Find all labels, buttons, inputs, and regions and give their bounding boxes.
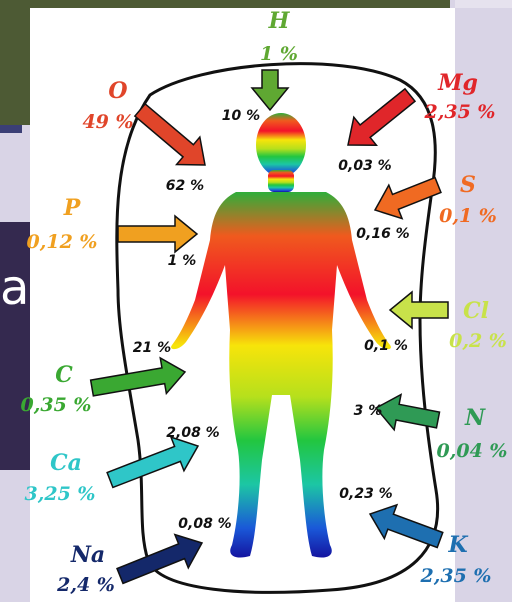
n-arrow xyxy=(376,395,440,430)
h-symbol: H xyxy=(268,8,291,34)
c-symbol: C xyxy=(55,362,73,388)
n-symbol: N xyxy=(464,405,486,431)
k-arrow xyxy=(370,505,443,548)
o-environment-percent: 49 % xyxy=(82,111,133,133)
na-arrow xyxy=(117,535,202,584)
p-symbol: P xyxy=(63,195,82,221)
na-body-percent: 0,08 % xyxy=(178,516,231,532)
cl-symbol: Cl xyxy=(463,298,489,324)
n-environment-percent: 0,04 % xyxy=(437,440,508,462)
p-body-percent: 1 % xyxy=(168,253,197,269)
k-symbol: K xyxy=(447,532,468,558)
s-body-percent: 0,16 % xyxy=(356,226,409,242)
ca-body-percent: 2,08 % xyxy=(166,425,219,441)
n-body-percent: 3 % xyxy=(354,403,383,419)
o-body-percent: 62 % xyxy=(166,178,204,194)
h-environment-percent: 1 % xyxy=(260,43,298,65)
c-body-percent: 21 % xyxy=(133,340,171,356)
p-arrow xyxy=(118,216,197,252)
mg-environment-percent: 2,35 % xyxy=(424,101,496,123)
c-environment-percent: 0,35 % xyxy=(21,394,92,416)
cl-body-percent: 0,1 % xyxy=(364,338,408,354)
mg-arrow xyxy=(348,89,415,145)
o-arrow xyxy=(135,104,205,165)
ca-environment-percent: 3,25 % xyxy=(25,483,96,505)
c-arrow xyxy=(91,358,185,396)
mg-symbol: Mg xyxy=(437,70,478,96)
ca-symbol: Ca xyxy=(50,450,82,476)
s-environment-percent: 0,1 % xyxy=(439,205,497,227)
o-symbol: O xyxy=(108,78,127,104)
s-symbol: S xyxy=(460,172,476,198)
na-symbol: Na xyxy=(70,542,105,568)
cl-environment-percent: 0,2 % xyxy=(449,330,507,352)
overlay-text-fragment: al xyxy=(0,260,43,316)
h-body-percent: 10 % xyxy=(222,108,260,124)
mg-body-percent: 0,03 % xyxy=(338,158,391,174)
k-environment-percent: 2,35 % xyxy=(420,565,492,587)
h-arrow xyxy=(252,70,288,110)
k-body-percent: 0,23 % xyxy=(339,486,392,502)
p-environment-percent: 0,12 % xyxy=(27,231,98,253)
ca-arrow xyxy=(107,437,198,487)
na-environment-percent: 2,4 % xyxy=(56,574,115,596)
